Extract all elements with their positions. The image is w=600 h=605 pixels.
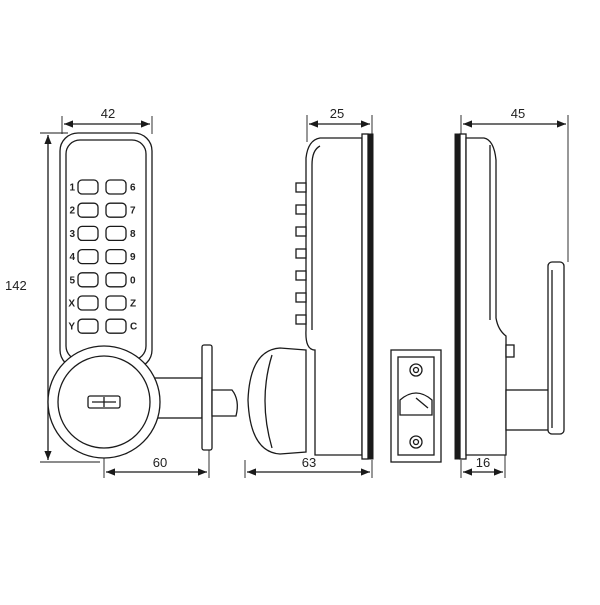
key-label: 3 (69, 229, 75, 240)
latch-opening (399, 392, 433, 416)
side-width-label: 25 (330, 106, 344, 121)
key-label: Y (68, 322, 75, 333)
side-view: 25 63 (244, 106, 374, 478)
rear-mounting-plate (459, 133, 467, 460)
key-label: 1 (69, 183, 75, 194)
key-button-2: 2 (69, 202, 99, 218)
side-depth-label: 63 (302, 455, 316, 470)
key-button-4: 4 (69, 248, 99, 265)
front-depth-label: 60 (153, 455, 167, 470)
side-button-2 (295, 226, 307, 237)
keypad-keys: 1 6 2 7 3 8 4 9 5 0X Z Y C (68, 179, 137, 334)
key-label: 5 (69, 275, 75, 286)
side-gasket (367, 133, 374, 460)
key-button-7: 7 (105, 202, 136, 218)
front-knob-inner (57, 355, 151, 449)
side-mounting-plate (361, 133, 369, 460)
side-button-4 (295, 270, 307, 281)
rear-gasket (454, 133, 461, 460)
key-button-5: 5 (69, 272, 99, 288)
side-housing (305, 137, 363, 456)
front-view: 42 142 60 1 6 2 7 3 8 4 9 5 0X Z Y C (5, 106, 238, 478)
mounting-rose (201, 344, 213, 451)
side-button-6 (295, 314, 307, 325)
key-label: 7 (130, 206, 136, 217)
strike-plate (390, 349, 442, 463)
side-button-1 (295, 204, 307, 215)
key-button-y: Y (68, 318, 99, 334)
rear-depth-label: 16 (476, 455, 490, 470)
rear-housing (465, 137, 507, 456)
key-button-x: X (68, 295, 99, 311)
key-button-z: Z (105, 295, 136, 311)
key-label: C (130, 322, 137, 333)
key-label: 0 (130, 275, 136, 286)
keypad-body (59, 132, 153, 369)
rear-lever-handle (547, 261, 565, 435)
rear-width-label: 45 (511, 106, 525, 121)
key-button-0: 0 (105, 272, 136, 288)
front-width-label: 42 (101, 106, 115, 121)
key-label: 9 (130, 252, 136, 263)
key-button-3: 3 (69, 225, 99, 242)
key-button-8: 8 (105, 225, 136, 242)
rear-view: 45 16 (454, 106, 569, 478)
key-label: 6 (130, 183, 136, 194)
key-button-c: C (105, 318, 137, 334)
front-height-label: 142 (5, 278, 27, 293)
side-knob (247, 347, 307, 455)
key-button-9: 9 (105, 248, 136, 265)
side-button-5 (295, 292, 307, 303)
key-label: 8 (130, 229, 136, 240)
key-button-1: 1 (69, 179, 99, 195)
key-label: Z (130, 299, 136, 310)
strike-screw-top (409, 363, 423, 377)
side-button-0 (295, 182, 307, 193)
side-buttons (295, 182, 307, 325)
latch-end (211, 389, 238, 417)
strike-screw-bottom (409, 435, 423, 449)
key-label: 2 (69, 206, 75, 217)
side-button-3 (295, 248, 307, 259)
rear-lever-shaft (505, 389, 551, 431)
key-label: X (68, 299, 75, 310)
key-label: 4 (69, 252, 75, 263)
key-button-6: 6 (105, 179, 136, 195)
